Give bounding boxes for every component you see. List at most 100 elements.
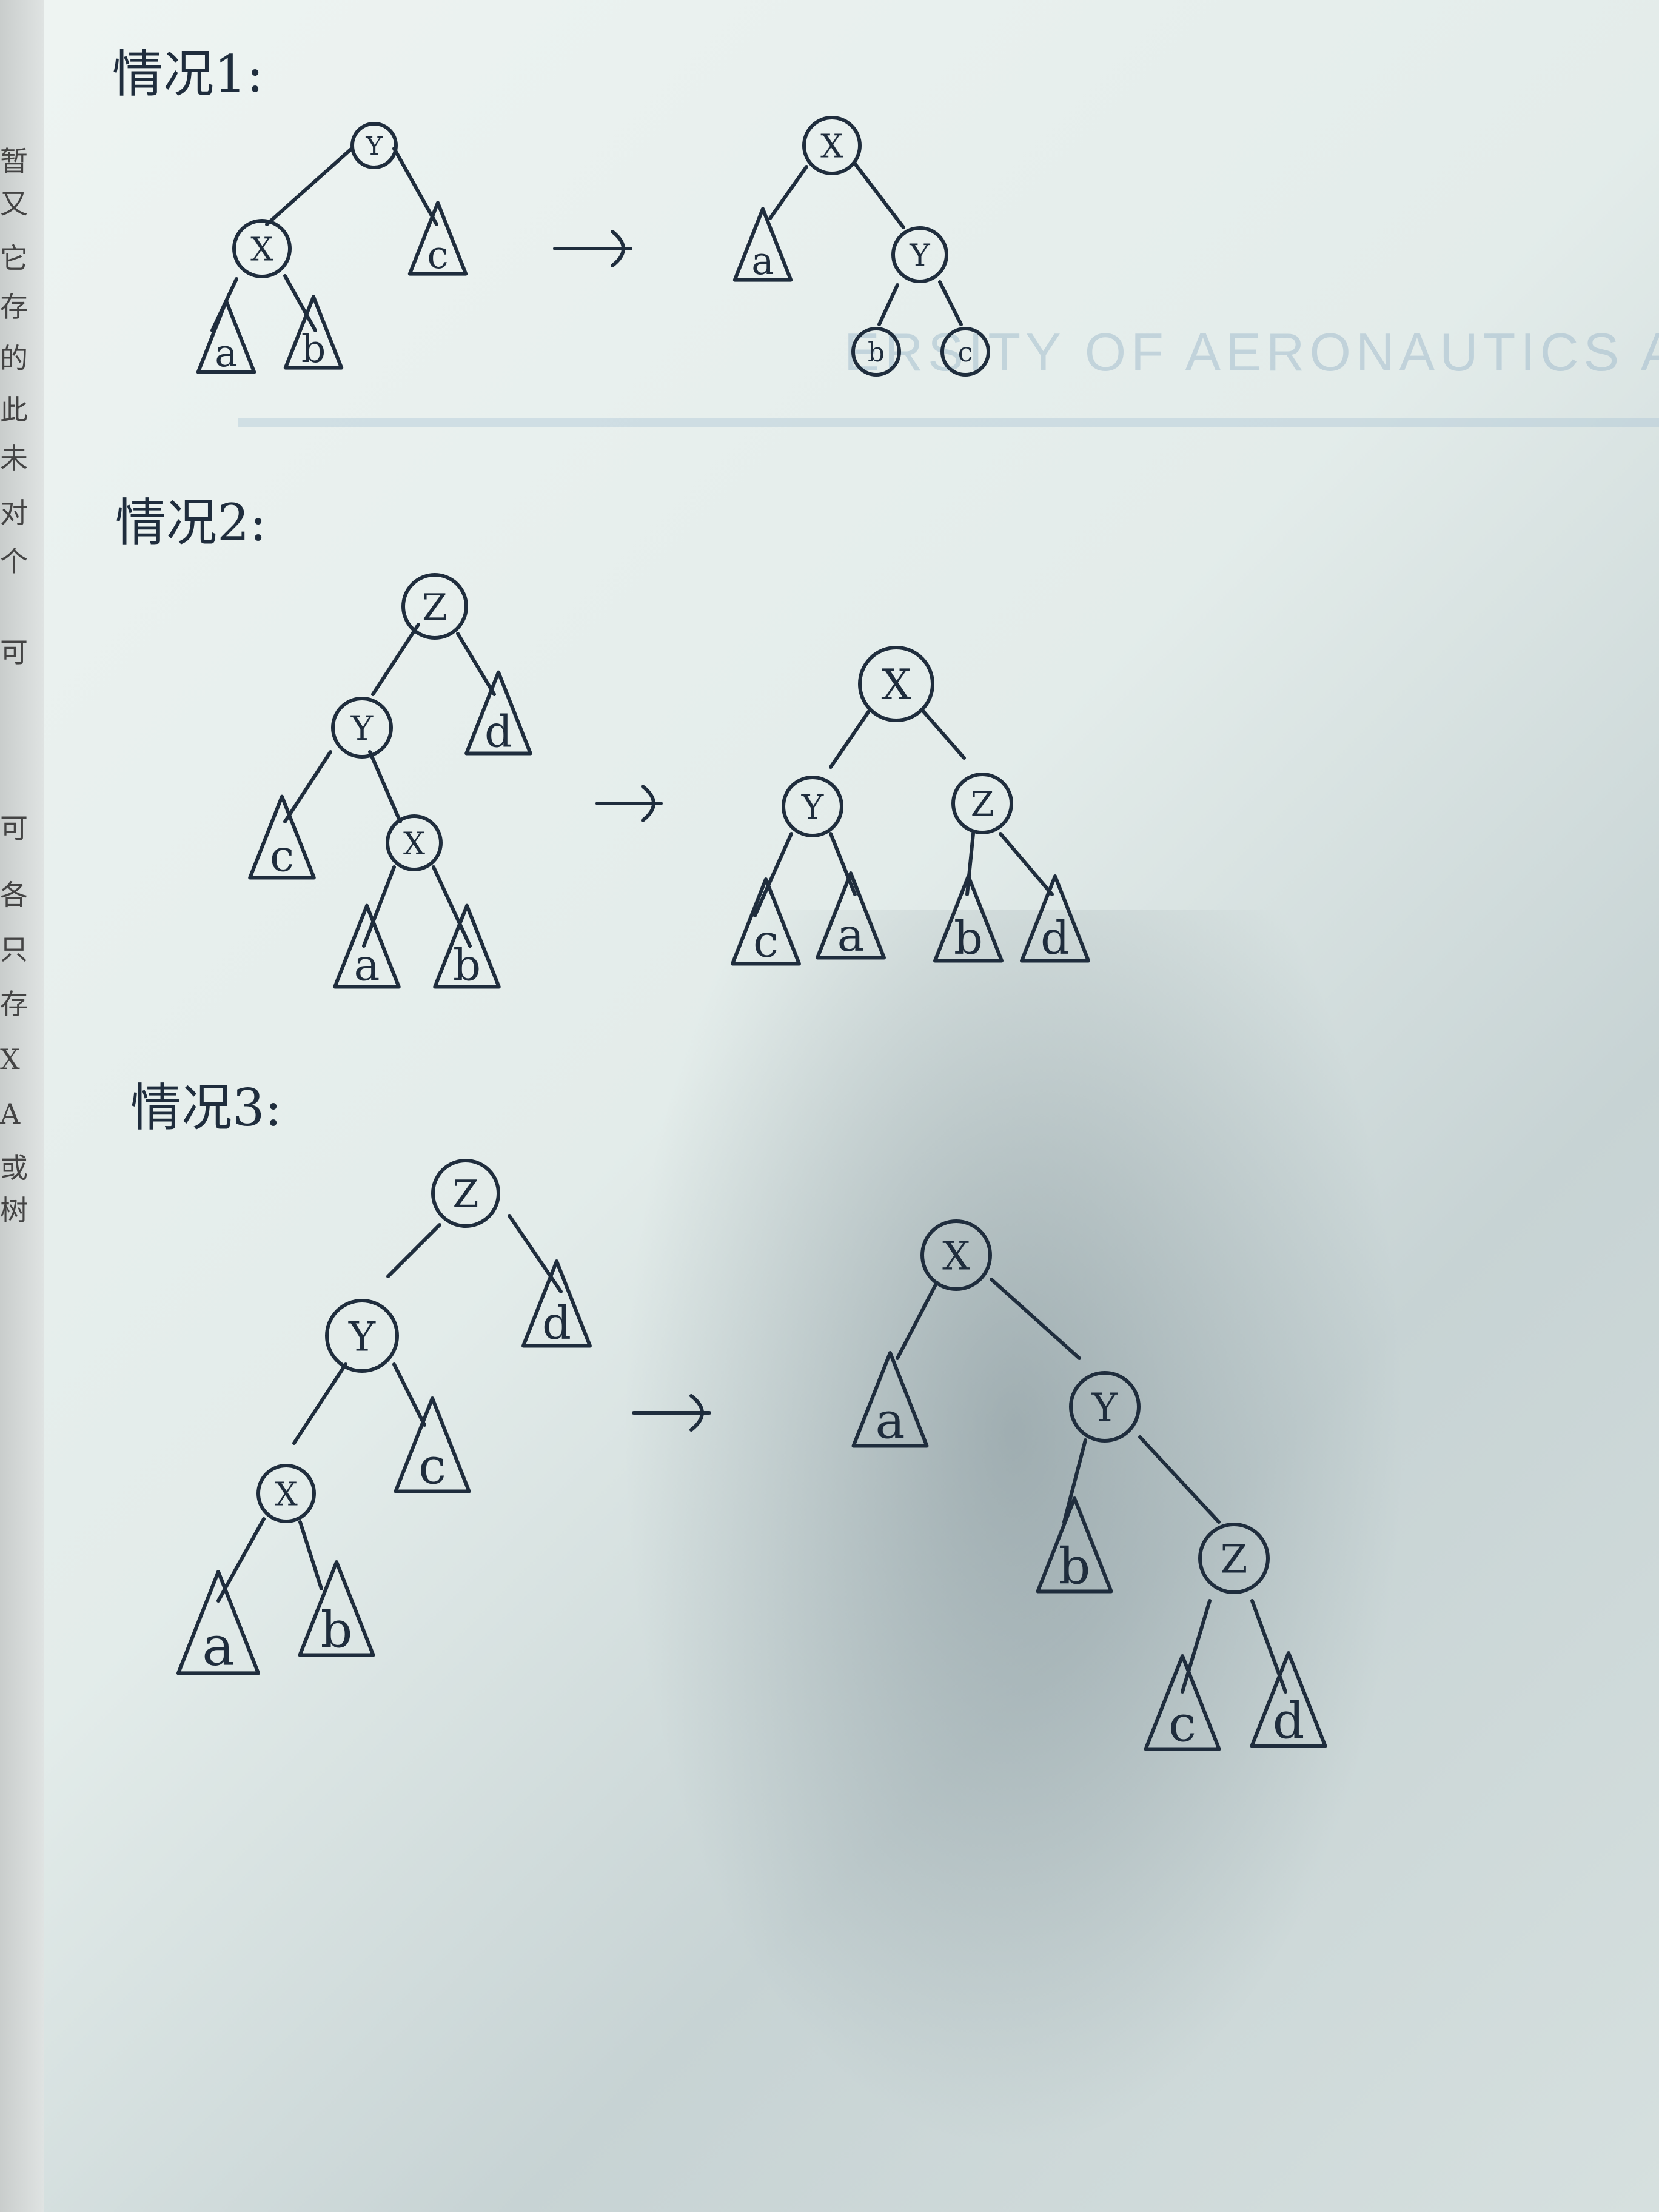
- edge-line: [432, 865, 472, 948]
- node-x-circle: [232, 219, 292, 278]
- subtree-c-triangle: [394, 1396, 471, 1493]
- case-3-title: 情况3:: [130, 1078, 282, 1138]
- margin-char: 存: [0, 988, 28, 1021]
- node-y-label: Y: [1091, 1386, 1119, 1431]
- edge-line: [392, 1362, 426, 1427]
- subtree-c-triangle: [1144, 1654, 1221, 1751]
- subtree-b-triangle: [283, 295, 344, 370]
- margin-char: 各: [0, 879, 28, 911]
- node-x-label: X: [820, 128, 843, 165]
- subtree-a-label: a: [837, 908, 865, 962]
- subtree-a-triangle: [816, 871, 886, 960]
- edge-line: [829, 708, 872, 769]
- case-2-title: 情况2:: [115, 493, 267, 552]
- edge-line: [1062, 1438, 1087, 1524]
- node-z-label: Z: [1221, 1537, 1248, 1583]
- arrow-head: [641, 785, 655, 822]
- edge-line: [298, 1520, 323, 1590]
- arrow-head: [689, 1394, 704, 1432]
- node-x-circle: [920, 1219, 992, 1291]
- edge-line: [999, 832, 1054, 896]
- node-x-circle: [802, 116, 862, 175]
- node-y-label: Y: [348, 1313, 376, 1360]
- subtree-a-triangle: [176, 1570, 260, 1675]
- margin-char: 可: [0, 636, 28, 669]
- node-z-label: Z: [971, 785, 994, 824]
- subtree-a-label: a: [354, 939, 380, 990]
- subtree-b-triangle: [433, 903, 501, 989]
- edge-line: [386, 1223, 441, 1278]
- case-1-title: 情况1:: [112, 44, 264, 104]
- node-y-circle: [1069, 1371, 1141, 1443]
- edge-line: [877, 283, 899, 326]
- node-z-label: Z: [422, 586, 447, 629]
- subtree-b-triangle: [933, 874, 1004, 963]
- subtree-c-label: c: [1168, 1695, 1196, 1754]
- edge-line: [768, 165, 808, 220]
- subtree-b-label: b: [1059, 1538, 1091, 1596]
- subtree-d-label: d: [1041, 911, 1070, 965]
- margin-char: 树: [0, 1194, 28, 1227]
- node-y-label: Y: [909, 237, 930, 273]
- subtree-b-label: b: [453, 939, 481, 990]
- node-b-label: b: [868, 337, 885, 368]
- margin-char: X: [0, 1043, 20, 1076]
- node-y-circle: [891, 226, 948, 283]
- edge-line: [508, 1214, 563, 1293]
- edge-line: [990, 1278, 1081, 1360]
- margin-char: 个: [0, 545, 28, 578]
- node-y-label: Y: [801, 788, 824, 827]
- subtree-b-triangle: [1036, 1496, 1113, 1594]
- subtree-b-label: b: [321, 1601, 353, 1660]
- edge-line: [283, 750, 332, 823]
- margin-char: 暂: [0, 145, 28, 178]
- edge-line: [853, 162, 905, 229]
- margin-char: 对: [0, 497, 28, 529]
- edge-line: [1138, 1435, 1221, 1524]
- margin-char: 此: [0, 394, 28, 426]
- margin-char: 未: [0, 442, 28, 475]
- node-x-label: X: [942, 1234, 970, 1279]
- subtree-c-triangle: [731, 877, 801, 966]
- subtree-c-label: c: [418, 1438, 446, 1496]
- node-x-circle: [858, 646, 934, 722]
- node-c-label: c: [958, 337, 973, 368]
- subtree-a-triangle: [196, 299, 256, 374]
- node-y-circle: [325, 1299, 399, 1373]
- edge-line: [938, 280, 963, 326]
- edge-line: [362, 865, 396, 948]
- node-x-label: X: [250, 231, 273, 268]
- subtree-a-triangle: [732, 207, 793, 282]
- edge-line: [1181, 1599, 1212, 1694]
- node-y-label: Y: [365, 132, 383, 161]
- subtree-a-label: a: [751, 239, 774, 283]
- node-x-label: X: [403, 825, 425, 861]
- edge-line: [829, 832, 857, 896]
- subtree-d-triangle: [521, 1259, 592, 1348]
- margin-char: A: [0, 1098, 21, 1130]
- margin-char: 它: [0, 242, 28, 275]
- subtree-b-label: b: [954, 911, 983, 965]
- edge-line: [896, 1281, 939, 1360]
- node-z-circle: [951, 773, 1013, 834]
- margin-char: 存: [0, 290, 28, 323]
- edge-line: [265, 147, 354, 226]
- header-rule: [238, 418, 1659, 427]
- subtree-a-triangle: [851, 1351, 929, 1448]
- edge-line: [392, 147, 438, 226]
- margin-char: 又: [0, 187, 28, 220]
- edge-line: [753, 832, 793, 917]
- phone-shadow: [589, 910, 1438, 2212]
- subtree-d-label: d: [1273, 1692, 1305, 1751]
- subtree-d-label: d: [484, 706, 512, 757]
- edge-line: [920, 708, 966, 760]
- subtree-c-label: c: [753, 914, 779, 968]
- subtree-d-triangle: [464, 670, 532, 756]
- edge-line: [283, 274, 317, 332]
- subtree-b-label: b: [301, 327, 326, 371]
- arrow-head: [611, 230, 625, 267]
- node-x-circle: [256, 1464, 316, 1523]
- edge-line: [456, 632, 496, 696]
- edge-line: [965, 832, 975, 896]
- subtree-c-label: c: [427, 233, 448, 277]
